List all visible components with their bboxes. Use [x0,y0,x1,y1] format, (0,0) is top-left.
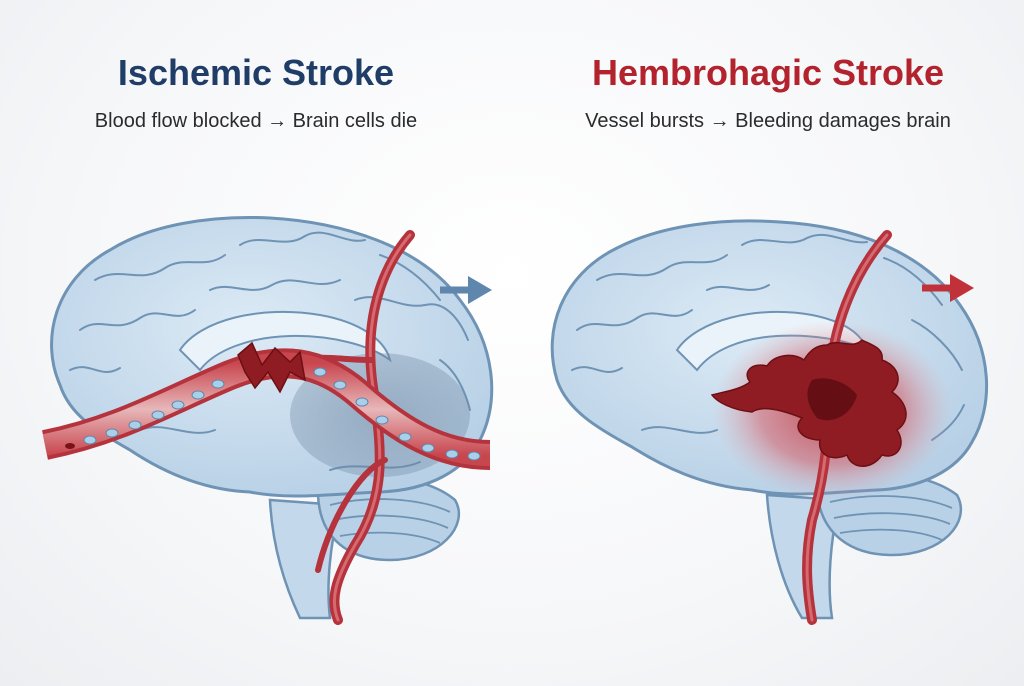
blood-clot [237,341,307,394]
brain-folds [571,233,965,441]
hemorrhagic-title: Hembrohagic Stroke [591,52,945,93]
ischemic-arrow-icon [440,276,492,304]
blood-cells [83,367,481,461]
hemorrhagic-panel: Hembrohagic Stroke Vessel bursts → Bleed… [512,0,1024,686]
hemorrhagic-arrow-icon [922,274,974,302]
hemorrhagic-subtitle: Vessel bursts → Bleeding damages brain [585,110,951,132]
ischemic-title: Ischemic Stroke [117,52,395,93]
ischemic-subtitle: Blood flow blocked → Brain cells die [94,110,418,132]
hemorrhagic-diagram [550,219,989,625]
ischemic-panel: Ischemic Stroke Blood flow blocked → Bra… [42,52,494,625]
ischemic-diagram [42,216,494,625]
